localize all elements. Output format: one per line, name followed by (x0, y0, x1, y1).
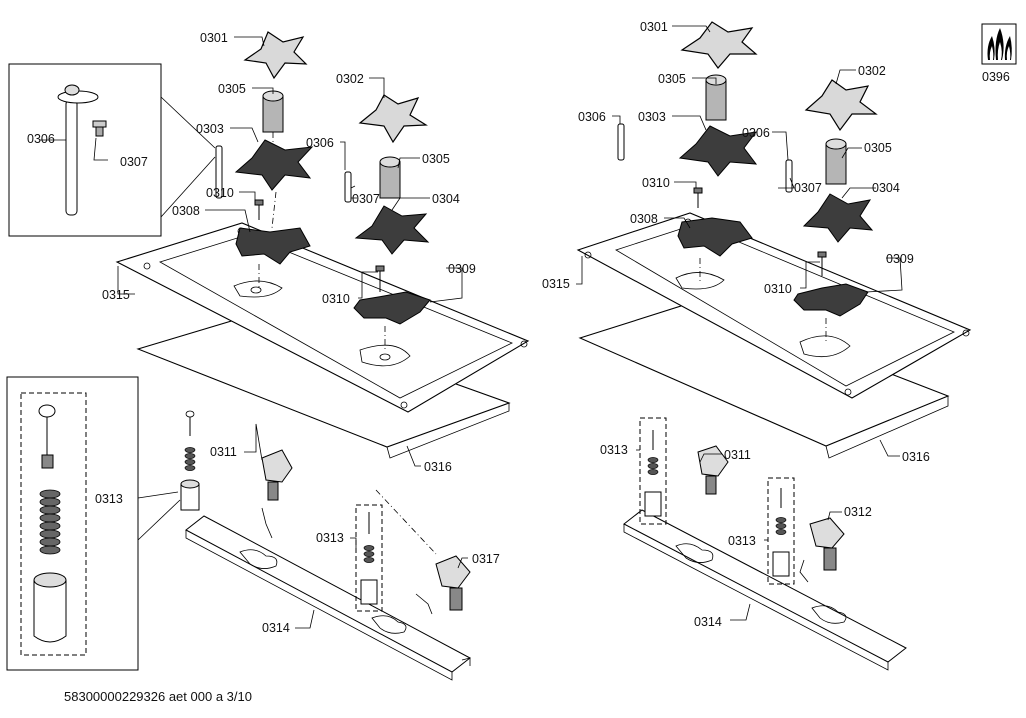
burner-head-0304-left (354, 205, 430, 255)
callout-0309-left: 0309 (448, 262, 476, 276)
callout-0302-left: 0302 (336, 72, 364, 86)
left-gas-rail (185, 515, 471, 681)
burner-base-0308-right (677, 217, 753, 257)
callout-0313-right-a: 0313 (600, 443, 628, 457)
burner-cap-0301-right (680, 21, 758, 69)
callout-0307-detail: 0307 (120, 155, 148, 169)
left-hob-tray (115, 222, 530, 413)
callout-0313-right-b: 0313 (728, 534, 756, 548)
callout-0314-right: 0314 (694, 615, 722, 629)
burner-base-0309-left (353, 291, 431, 325)
callout-0301-right: 0301 (640, 20, 668, 34)
callout-0306-left: 0306 (306, 136, 334, 150)
callout-0305-left-b: 0305 (422, 152, 450, 166)
burner-base-0309-right (793, 283, 869, 317)
callout-0305-right-b: 0305 (864, 141, 892, 155)
callout-0310-left-a: 0310 (206, 186, 234, 200)
screws-0310-left (254, 199, 385, 292)
callout-0317-left: 0317 (472, 552, 500, 566)
callout-0310-right-b: 0310 (764, 282, 792, 296)
callout-0307-right: 0307 (794, 181, 822, 195)
callout-0316-left: 0316 (424, 460, 452, 474)
callout-0306-right-a: 0306 (578, 110, 606, 124)
callout-0315-right: 0315 (542, 277, 570, 291)
detail-box-valve-parts (6, 376, 181, 671)
callout-0303-left: 0303 (196, 122, 224, 136)
callout-0306-detail: 0306 (27, 132, 55, 146)
callout-labels: 0301 0302 0305 0303 0306 0305 0306 0307 … (27, 20, 1010, 635)
callout-0308-right: 0308 (630, 212, 658, 226)
callout-0305-right-a: 0305 (658, 72, 686, 86)
callout-0304-left: 0304 (432, 192, 460, 206)
callout-0313-detail: 0313 (95, 492, 123, 506)
right-gas-rail (623, 509, 907, 671)
callout-0310-left-b: 0310 (322, 292, 350, 306)
callout-0307-left: 0307 (352, 192, 380, 206)
callout-0305-left-a: 0305 (218, 82, 246, 96)
callout-0302-right: 0302 (858, 64, 886, 78)
callout-0308-left: 0308 (172, 204, 200, 218)
callout-0311-left: 0311 (210, 445, 237, 459)
burner-cap-0302-left (358, 94, 428, 144)
thermocouple-0306-left (215, 145, 352, 203)
burner-head-0303-right (678, 125, 758, 177)
callout-0306-right-b: 0306 (742, 126, 770, 140)
gas-flame-icon (981, 23, 1017, 65)
callout-0309-right: 0309 (886, 252, 914, 266)
callout-0310-right-a: 0310 (642, 176, 670, 190)
left-valves (180, 410, 471, 615)
screws-0310-right (693, 187, 827, 276)
callout-0303-right: 0303 (638, 110, 666, 124)
callout-0316-right: 0316 (902, 450, 930, 464)
callout-0313-left: 0313 (316, 531, 344, 545)
injector-0305-left-b (379, 156, 401, 199)
detail-box-thermocouple (8, 63, 216, 237)
callout-0311-right: 0311 (724, 448, 751, 462)
callout-0304-right: 0304 (872, 181, 900, 195)
right-valves (639, 417, 845, 585)
burner-head-0304-right (802, 193, 874, 243)
injector-0305-right-b (825, 138, 847, 185)
callout-0396: 0396 (982, 70, 1010, 84)
leader-lines (40, 25, 903, 629)
callout-0301-left: 0301 (200, 31, 228, 45)
burner-cap-0302-right (804, 79, 878, 132)
callout-0312-right: 0312 (844, 505, 872, 519)
thermocouple-0306-right (617, 123, 793, 193)
document-id: 58300000229326 aet 000 a 3/10 (64, 689, 252, 704)
burner-cap-0301-left (243, 31, 308, 80)
callout-0315-left: 0315 (102, 288, 130, 302)
burner-base-0308-left (235, 227, 311, 265)
injector-0305-left-a (262, 90, 284, 150)
callout-0314-left: 0314 (262, 621, 290, 635)
burner-head-0303-left (234, 139, 314, 191)
